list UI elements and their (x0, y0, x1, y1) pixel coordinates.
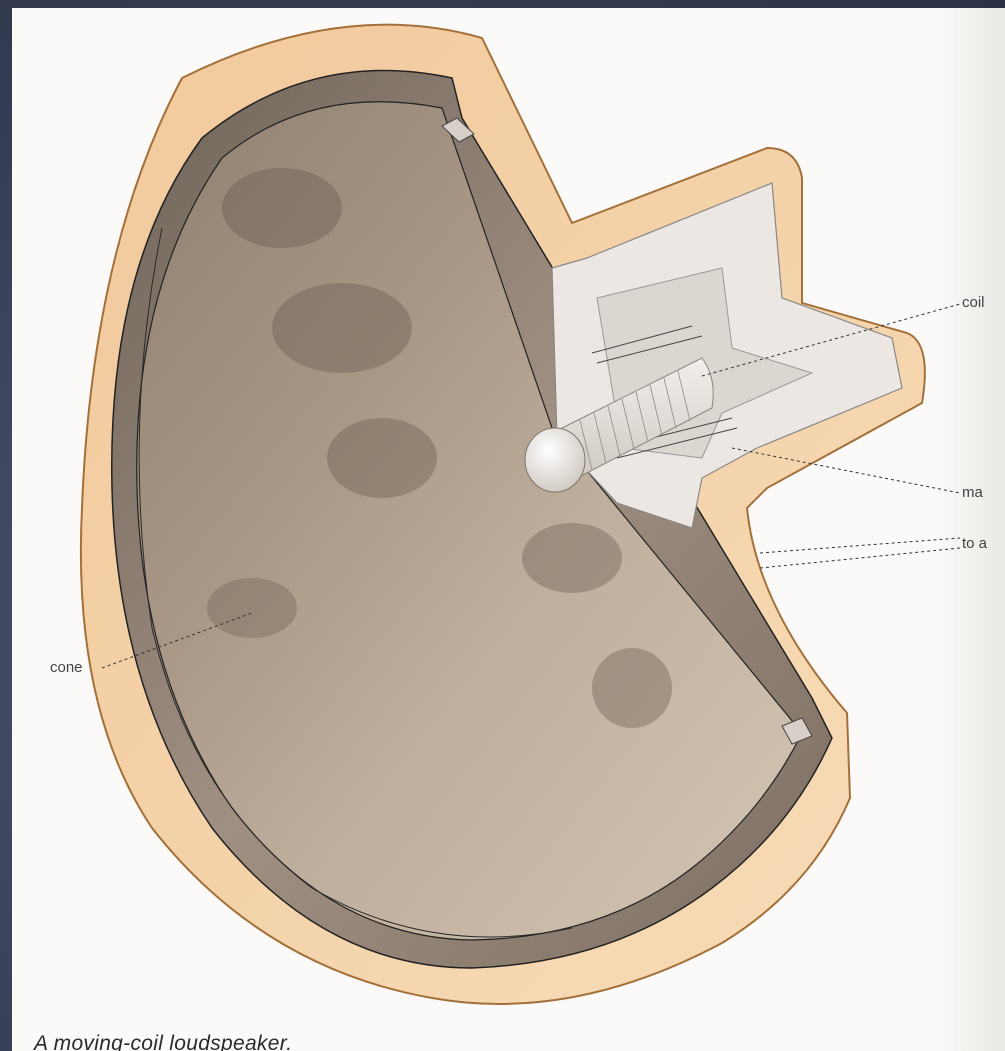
label-cone: cone (50, 659, 83, 676)
label-coil: coil (962, 294, 985, 311)
loudspeaker-diagram (12, 8, 1005, 1051)
dust-cap (525, 428, 585, 492)
book-page: coil ma to a cone A moving-coil loudspea… (12, 8, 1005, 1051)
label-to-amplifier: to a (962, 535, 987, 552)
figure-caption: A moving-coil loudspeaker. (34, 1032, 292, 1051)
label-magnet: ma (962, 484, 983, 501)
